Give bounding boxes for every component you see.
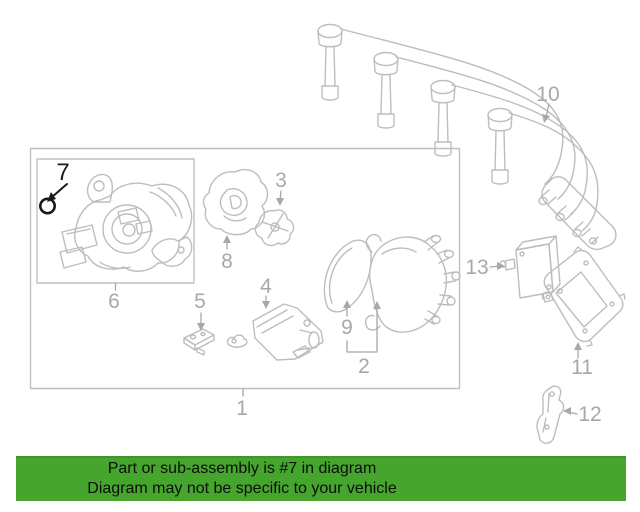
part-label-7: 7 <box>56 159 70 186</box>
leader-arrow-7 <box>47 183 68 202</box>
spark-plug-boot-icon <box>430 79 456 157</box>
part-label-6: 6 <box>108 290 120 313</box>
spark-plug-wire-set-art <box>317 23 617 251</box>
banner-line-2: Diagram may not be specific to your vehi… <box>87 480 397 497</box>
distributor-body-art <box>59 173 193 272</box>
part-label-11: 11 <box>571 356 593 379</box>
o-ring-part-7 <box>38 197 56 215</box>
part-8-art <box>202 168 269 236</box>
distributor-cap-art <box>364 233 461 333</box>
part-4-art <box>252 303 324 361</box>
assembly-outline-box <box>29 147 461 390</box>
part-9-art <box>323 239 372 313</box>
part-label-13: 13 <box>465 256 489 279</box>
banner-line-1: Part or sub-assembly is #7 in diagram <box>107 460 377 477</box>
part-label-4: 4 <box>260 275 272 298</box>
spark-plug-boot-icon <box>317 23 343 101</box>
part-info-banner: Part or sub-assembly is #7 in diagram Di… <box>16 456 626 501</box>
part-5-art <box>183 328 215 356</box>
part-label-3: 3 <box>275 169 287 192</box>
part-11-art <box>541 246 626 347</box>
clip-art <box>226 334 248 348</box>
part-12-art <box>536 385 565 444</box>
part-3-art <box>254 209 295 247</box>
part-label-1: 1 <box>236 397 248 420</box>
part-label-8: 8 <box>221 250 233 273</box>
part-label-5: 5 <box>194 290 206 313</box>
spark-plug-boot-icon <box>373 51 399 129</box>
part-13-art <box>499 235 561 303</box>
leader-lines <box>114 103 582 415</box>
spark-plug-boot-icon <box>487 107 513 185</box>
part-label-2: 2 <box>358 355 370 378</box>
part-label-10: 10 <box>536 83 560 106</box>
part-label-12: 12 <box>578 403 602 426</box>
part-label-9: 9 <box>341 316 353 339</box>
